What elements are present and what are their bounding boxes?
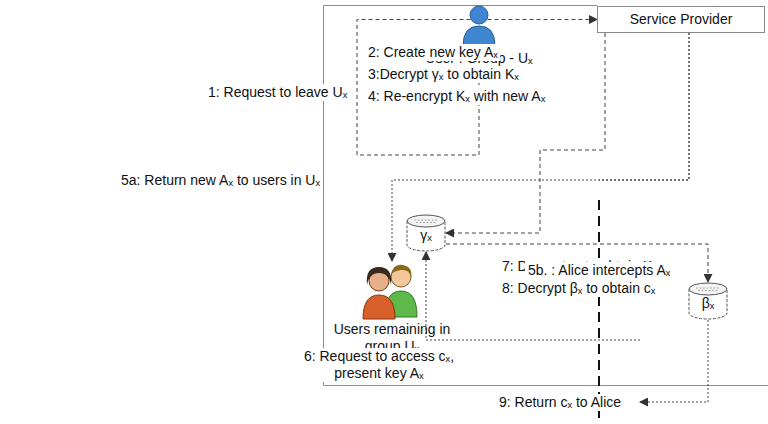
edge-label: 9: Return cₓ to Alice [496,394,624,411]
connector-line [640,320,708,402]
region-border [323,6,324,386]
connector [357,20,597,156]
connector [446,244,708,282]
step-label: 4: Re-encrypt Kₓ with new Aₓ [366,88,547,105]
node-label: Service Provider [604,11,758,28]
connector [599,33,689,424]
edge-label: 5a: Return new Aₓ to users in Uₓ [118,172,323,189]
region-border [324,5,598,6]
step-label: 3:Decrypt γₓ to obtain Kₓ [366,66,521,83]
node-label: γₓ [406,214,446,244]
connector-line [446,244,708,282]
step-label: 2: Create new key Aₓ [366,44,500,61]
edge-label: 5b. : Alice intercepts Aₓ [525,262,673,279]
step-label: 8: Decrypt βₓ to obtain cₓ [500,280,657,297]
group-icon [353,261,431,321]
connector-line [599,33,689,180]
content-store: βₓ [688,282,728,320]
connector-line [357,20,597,156]
service-provider-box: Service Provider [597,6,765,33]
region-border [324,385,768,386]
key-store: γₓ [406,214,446,252]
edge-label: 6: Request to access cₓ, present key Aₓ [296,348,462,382]
connector-line [598,200,600,424]
group-node: Users remaining in group Uₓ [332,261,452,355]
edge-label: 1: Request to leave Uₓ [205,84,350,101]
node-label: βₓ [688,282,728,312]
connector [640,320,708,402]
